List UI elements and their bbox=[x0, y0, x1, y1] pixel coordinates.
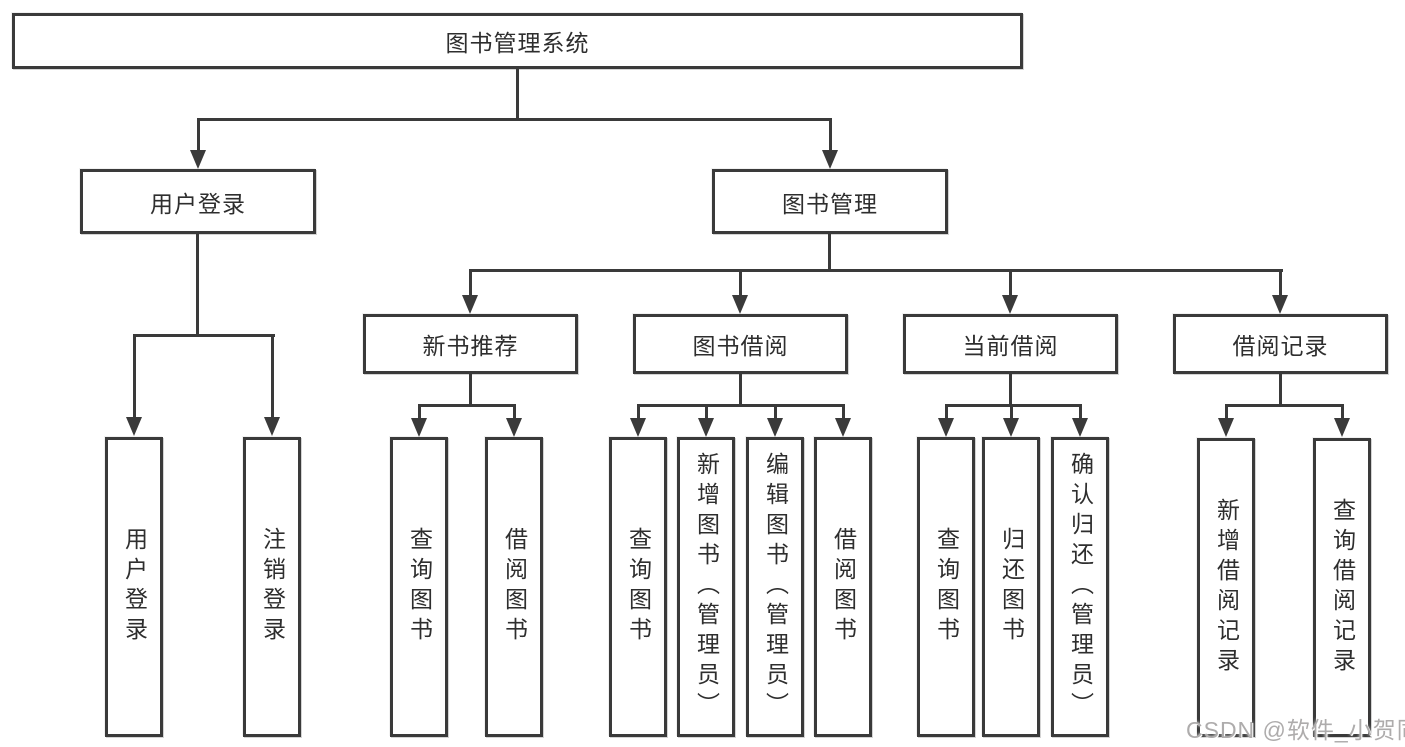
arrow-current-leaf2 bbox=[1003, 418, 1019, 437]
node-current-borrow-label: 当前借阅 bbox=[962, 333, 1059, 359]
leaf-records-query-label: 查询借阅记录 bbox=[1329, 497, 1356, 678]
connector-borrow-stem bbox=[739, 374, 742, 407]
connector-records-shaft bbox=[1279, 269, 1282, 297]
leaf-records-add-label: 新增借阅记录 bbox=[1213, 497, 1240, 678]
connector-level3-branch bbox=[469, 269, 1283, 272]
connector-level2-branch bbox=[197, 118, 832, 121]
leaf-borrow-add-admin: 新增图书（管理员） bbox=[677, 437, 735, 737]
csdn-watermark: CSDN @软件_小贺同学 bbox=[1186, 717, 1405, 743]
node-current-borrow: 当前借阅 bbox=[903, 314, 1118, 374]
leaf-records-add: 新增借阅记录 bbox=[1197, 438, 1255, 737]
leaf-current-return: 归还图书 bbox=[982, 437, 1040, 737]
leaf-borrow-edit-admin: 编辑图书（管理员） bbox=[746, 437, 804, 737]
leaf-borrow-add-admin-label: 新增图书（管理员） bbox=[693, 452, 720, 722]
arrow-current-leaf1 bbox=[938, 418, 954, 437]
leaf-user-login: 用户登录 bbox=[105, 437, 163, 737]
connector-borrow-leaf4-shaft bbox=[842, 404, 845, 420]
connector-login-leaf1-shaft bbox=[133, 334, 136, 418]
node-user-login: 用户登录 bbox=[80, 169, 316, 234]
arrow-records-leaf1 bbox=[1218, 418, 1234, 437]
arrow-to-book-mgmt bbox=[822, 150, 838, 169]
connector-borrow-shaft bbox=[739, 269, 742, 297]
connector-borrow-branch bbox=[637, 404, 845, 407]
connector-newbooks-leaf2-shaft bbox=[513, 404, 516, 420]
leaf-current-query-label: 查询图书 bbox=[933, 527, 960, 647]
leaf-current-confirm-admin: 确认归还（管理员） bbox=[1051, 437, 1109, 737]
leaf-logout: 注销登录 bbox=[243, 437, 301, 737]
arrow-to-login-leaf1 bbox=[126, 417, 142, 436]
connector-login-branch bbox=[133, 334, 275, 337]
connector-borrow-leaf2-shaft bbox=[705, 404, 708, 420]
leaf-borrow-book: 借阅图书 bbox=[814, 437, 872, 737]
node-book-borrow-label: 图书借阅 bbox=[692, 333, 789, 359]
leaf-borrow-book-label: 借阅图书 bbox=[830, 527, 857, 647]
arrow-to-current bbox=[1002, 295, 1018, 314]
leaf-current-confirm-admin-label: 确认归还（管理员） bbox=[1067, 452, 1094, 722]
connector-current-shaft bbox=[1009, 269, 1012, 297]
arrow-newbooks-leaf1 bbox=[411, 418, 427, 437]
leaf-current-return-label: 归还图书 bbox=[998, 527, 1025, 647]
node-new-books-label: 新书推荐 bbox=[422, 333, 519, 359]
arrow-borrow-leaf2 bbox=[698, 418, 714, 437]
connector-records-stem bbox=[1279, 374, 1282, 407]
arrow-records-leaf2 bbox=[1334, 418, 1350, 437]
node-new-books: 新书推荐 bbox=[363, 314, 578, 374]
leaf-newbooks-query-label: 查询图书 bbox=[406, 527, 433, 647]
connector-current-branch bbox=[945, 404, 1082, 407]
connector-current-leaf3-shaft bbox=[1079, 404, 1082, 420]
leaf-newbooks-borrow-label: 借阅图书 bbox=[501, 527, 528, 647]
arrow-borrow-leaf3 bbox=[767, 418, 783, 437]
connector-records-leaf1-shaft bbox=[1225, 404, 1228, 420]
node-borrow-records-label: 借阅记录 bbox=[1232, 333, 1329, 359]
connector-newbooks-stem bbox=[469, 374, 472, 407]
node-book-borrow: 图书借阅 bbox=[633, 314, 848, 374]
connector-newbooks-leaf1-shaft bbox=[418, 404, 421, 420]
connector-mgmt-stem bbox=[828, 234, 831, 272]
leaf-newbooks-query: 查询图书 bbox=[390, 437, 448, 737]
leaf-borrow-edit-admin-label: 编辑图书（管理员） bbox=[762, 452, 789, 722]
leaf-newbooks-borrow: 借阅图书 bbox=[485, 437, 543, 737]
arrow-newbooks-leaf2 bbox=[506, 418, 522, 437]
connector-login-shaft bbox=[197, 118, 200, 152]
connector-newbooks-shaft bbox=[469, 269, 472, 297]
connector-current-stem bbox=[1009, 374, 1012, 407]
connector-current-leaf1-shaft bbox=[945, 404, 948, 420]
connector-login-stem bbox=[196, 234, 199, 337]
connector-borrow-leaf1-shaft bbox=[637, 404, 640, 420]
leaf-records-query: 查询借阅记录 bbox=[1313, 438, 1371, 737]
node-book-mgmt-label: 图书管理 bbox=[782, 190, 878, 217]
arrow-borrow-leaf4 bbox=[835, 418, 851, 437]
connector-newbooks-branch bbox=[418, 404, 516, 407]
connector-records-branch bbox=[1225, 404, 1344, 407]
connector-records-leaf2-shaft bbox=[1341, 404, 1344, 420]
connector-current-leaf2-shaft bbox=[1010, 404, 1013, 420]
arrow-current-leaf3 bbox=[1072, 418, 1088, 437]
leaf-user-login-label: 用户登录 bbox=[121, 527, 148, 647]
arrow-to-user-login bbox=[190, 150, 206, 169]
arrow-to-borrow bbox=[732, 295, 748, 314]
node-root: 图书管理系统 bbox=[12, 13, 1023, 69]
leaf-borrow-query-label: 查询图书 bbox=[625, 527, 652, 647]
node-user-login-label: 用户登录 bbox=[150, 190, 246, 217]
leaf-borrow-query: 查询图书 bbox=[609, 437, 667, 737]
arrow-to-login-leaf2 bbox=[264, 417, 280, 436]
connector-login-leaf2-shaft bbox=[271, 334, 274, 418]
leaf-current-query: 查询图书 bbox=[917, 437, 975, 737]
node-root-label: 图书管理系统 bbox=[445, 30, 590, 56]
leaf-logout-label: 注销登录 bbox=[259, 527, 286, 647]
connector-borrow-leaf3-shaft bbox=[774, 404, 777, 420]
node-borrow-records: 借阅记录 bbox=[1173, 314, 1388, 374]
arrow-borrow-leaf1 bbox=[630, 418, 646, 437]
connector-root-stem bbox=[516, 69, 519, 119]
node-book-mgmt: 图书管理 bbox=[712, 169, 948, 234]
connector-mgmt-shaft bbox=[829, 118, 832, 152]
arrow-to-newbooks bbox=[462, 295, 478, 314]
arrow-to-records bbox=[1272, 295, 1288, 314]
